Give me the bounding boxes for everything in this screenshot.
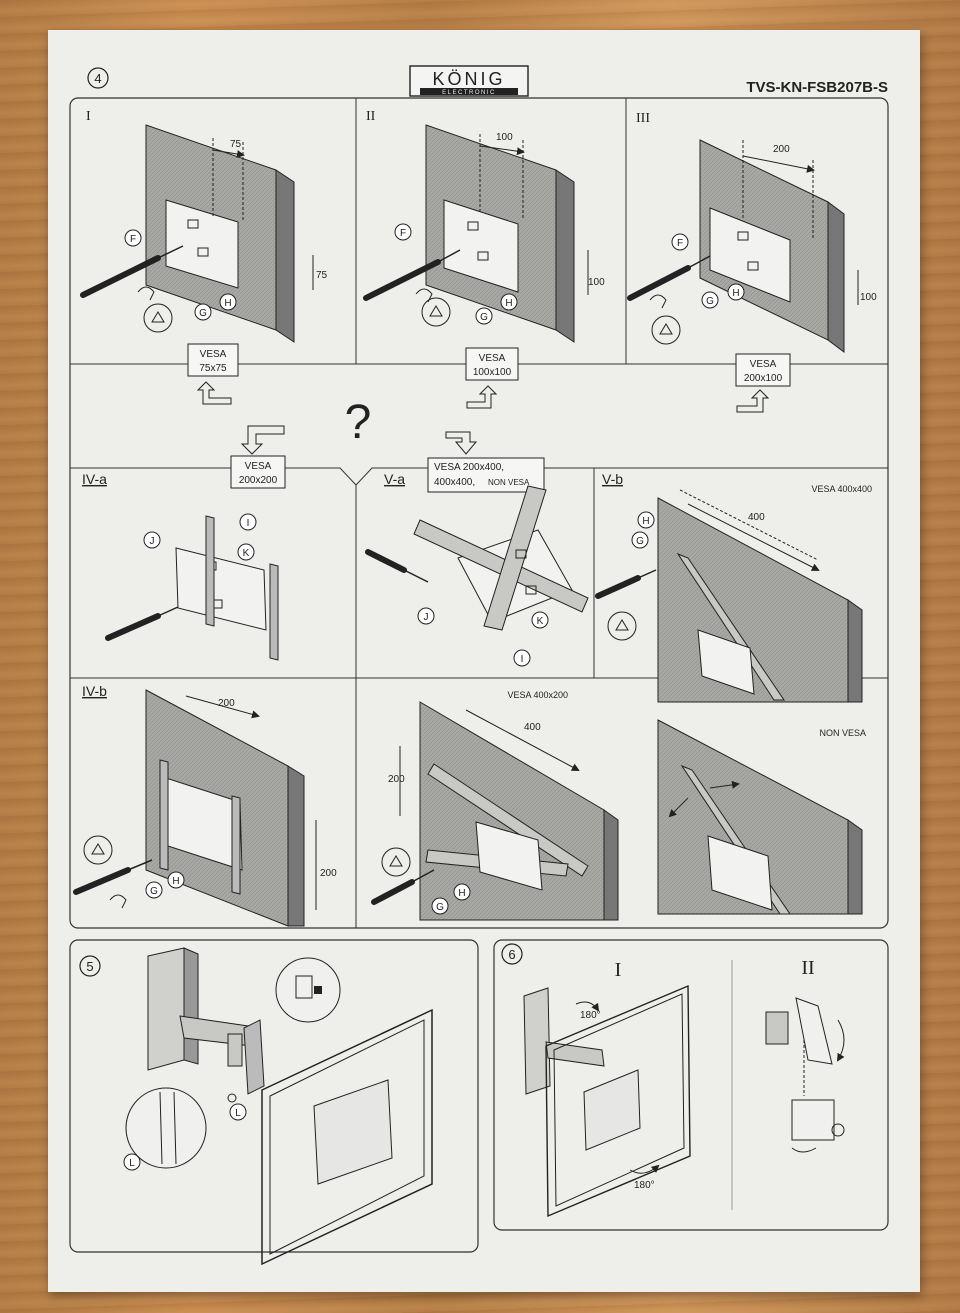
vesa-200x100-box: VESA 200x100	[735, 353, 791, 413]
svg-text:H: H	[458, 888, 465, 899]
svg-text:VESA 200x400,: VESA 200x400,	[434, 462, 504, 473]
svg-text:I: I	[86, 109, 91, 124]
svg-text:G: G	[436, 902, 444, 913]
vesa-200x200-box: VESA 200x200	[230, 425, 286, 489]
svg-text:400x400,: 400x400,	[434, 477, 475, 488]
svg-text:KÖNIG: KÖNIG	[432, 69, 505, 89]
svg-text:F: F	[677, 238, 683, 249]
instruction-illustrations: 4 KÖNIG ELECTRONIC TVS-KN-FSB207B-S I 75…	[69, 65, 889, 1266]
svg-text:G: G	[150, 886, 158, 897]
svg-text:5: 5	[86, 959, 93, 974]
svg-text:ELECTRONIC: ELECTRONIC	[442, 90, 496, 96]
panel-iv-a: IV-a I J K	[82, 471, 279, 661]
panel-iv-b: IV-b 200 200 G H	[73, 683, 337, 927]
svg-text:200x100: 200x100	[744, 373, 783, 384]
svg-text:NON VESA: NON VESA	[488, 478, 530, 487]
svg-text:H: H	[505, 298, 512, 309]
svg-text:180°: 180°	[634, 1180, 655, 1191]
svg-text:6: 6	[508, 947, 515, 962]
svg-text:I: I	[521, 654, 524, 665]
svg-text:J: J	[424, 612, 429, 623]
instruction-sheet: 4 KÖNIG ELECTRONIC TVS-KN-FSB207B-S I 75…	[48, 30, 920, 1292]
svg-text:VESA 400x400: VESA 400x400	[811, 484, 872, 494]
svg-text:100: 100	[588, 277, 605, 288]
svg-text:400: 400	[748, 512, 765, 523]
svg-text:K: K	[243, 548, 250, 559]
svg-text:4: 4	[94, 71, 101, 86]
svg-text:H: H	[224, 298, 231, 309]
svg-text:200x200: 200x200	[239, 475, 278, 486]
svg-text:200: 200	[218, 698, 235, 709]
svg-text:H: H	[172, 876, 179, 887]
svg-text:III: III	[636, 111, 650, 126]
vesa-75x75-box: VESA 75x75	[187, 343, 239, 405]
step-6-panel: 6 I II 180° 180°	[493, 939, 889, 1231]
svg-text:G: G	[199, 308, 207, 319]
svg-text:75x75: 75x75	[199, 363, 227, 374]
step-4-frame	[69, 97, 889, 929]
svg-text:200: 200	[320, 868, 337, 879]
svg-text:K: K	[537, 616, 544, 627]
svg-text:75: 75	[230, 139, 242, 150]
question-mark: ?	[345, 396, 372, 449]
svg-text:VESA: VESA	[750, 359, 777, 370]
panel-non-vesa: NON VESA	[657, 719, 866, 915]
svg-text:VESA: VESA	[200, 349, 227, 360]
svg-text:F: F	[130, 234, 136, 245]
panel-ii: II 100 100 F G H	[363, 109, 605, 343]
step-4-badge: 4	[87, 67, 109, 89]
svg-text:200: 200	[773, 144, 790, 155]
svg-text:VESA 400x200: VESA 400x200	[507, 690, 568, 700]
svg-text:G: G	[706, 296, 714, 307]
svg-text:NON VESA: NON VESA	[819, 728, 866, 738]
model-number: TVS-KN-FSB207B-S	[746, 79, 888, 96]
svg-text:VESA: VESA	[479, 353, 506, 364]
vesa-200x400-box: VESA 200x400, 400x400, NON VESA	[427, 431, 545, 493]
svg-text:200: 200	[388, 774, 405, 785]
svg-text:I: I	[247, 518, 250, 529]
svg-text:IV-b: IV-b	[82, 683, 107, 699]
svg-text:I: I	[615, 959, 622, 981]
panel-vesa-400x200: VESA 400x200 400 200 G H	[371, 690, 619, 921]
svg-text:L: L	[235, 1108, 241, 1119]
svg-text:II: II	[366, 109, 376, 124]
svg-text:400: 400	[524, 722, 541, 733]
svg-text:II: II	[801, 957, 814, 979]
svg-text:L: L	[129, 1158, 135, 1169]
svg-text:100: 100	[860, 292, 877, 303]
panel-i: I 75 75 F G H	[80, 109, 328, 343]
svg-text:H: H	[732, 288, 739, 299]
panel-iii: III 200 100 F G H	[627, 111, 877, 353]
svg-text:VESA: VESA	[245, 461, 272, 472]
svg-text:V-b: V-b	[602, 471, 623, 487]
svg-text:100: 100	[496, 132, 513, 143]
brand-logo: KÖNIG ELECTRONIC	[409, 65, 529, 97]
svg-text:F: F	[400, 228, 406, 239]
svg-text:IV-a: IV-a	[82, 471, 107, 487]
vesa-100x100-box: VESA 100x100	[465, 347, 519, 409]
svg-text:G: G	[636, 536, 644, 547]
svg-text:H: H	[642, 516, 649, 527]
svg-text:180°: 180°	[580, 1010, 601, 1021]
svg-text:100x100: 100x100	[473, 367, 512, 378]
panel-v-a: V-a I J K	[365, 471, 589, 667]
svg-text:G: G	[480, 312, 488, 323]
svg-text:75: 75	[316, 270, 328, 281]
svg-text:J: J	[150, 536, 155, 547]
svg-text:V-a: V-a	[384, 471, 405, 487]
panel-v-b: V-b VESA 400x400 400 G H	[595, 471, 872, 703]
step-5-panel: 5 L L	[69, 939, 479, 1266]
